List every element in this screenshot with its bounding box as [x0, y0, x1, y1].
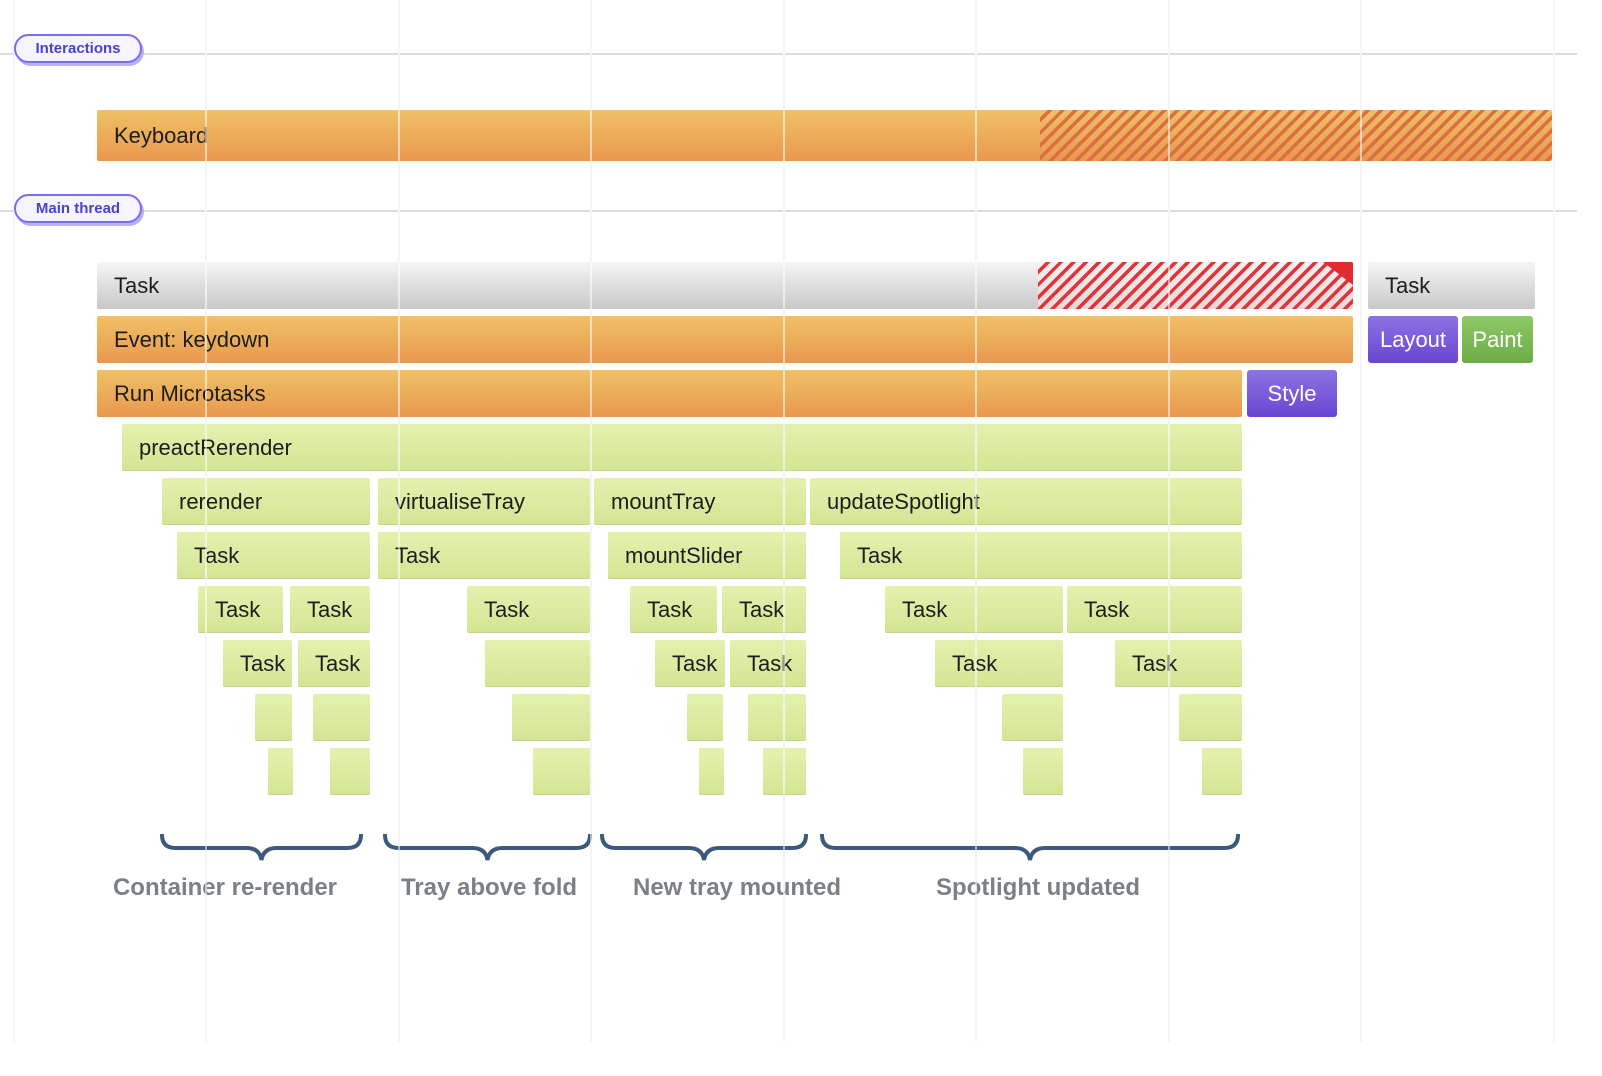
flame-bar-label: Keyboard	[114, 122, 209, 148]
flame-bar-unlabeled-span[interactable]	[1179, 694, 1242, 741]
flame-bar-unlabeled-span[interactable]	[255, 694, 292, 741]
flame-bar-task[interactable]: Task	[840, 532, 1242, 579]
flame-bar-unlabeled-span[interactable]	[1023, 748, 1063, 795]
flame-bar-label: Task	[747, 650, 793, 676]
flame-bar-label: Task	[215, 596, 261, 622]
flame-bar-unlabeled-span[interactable]	[533, 748, 590, 795]
flame-bar-label: mountTray	[611, 488, 716, 514]
flame-bar-label: virtualiseTray	[395, 488, 525, 514]
track-label-interactions[interactable]: Interactions	[14, 34, 142, 63]
phase-label: Tray above fold	[400, 874, 578, 901]
flame-bar-rerender[interactable]: rerender	[162, 478, 370, 525]
flame-bar-task[interactable]: Task	[630, 586, 717, 633]
continuation-hatch-overlay	[1038, 262, 1353, 309]
flame-bar-unlabeled-span[interactable]	[1202, 748, 1242, 795]
flame-bar-label: Task	[240, 650, 286, 676]
flame-bar-task[interactable]: Task	[1115, 640, 1242, 687]
flame-bar-label: Task	[307, 596, 353, 622]
flame-bar-keyboard[interactable]: Keyboard	[97, 110, 1552, 161]
flame-bar-label: Style	[1267, 380, 1317, 406]
flame-bar-unlabeled-span[interactable]	[512, 694, 590, 741]
flame-bar-update-spotlight[interactable]: updateSpotlight	[810, 478, 1242, 525]
flame-bar-mount-tray[interactable]: mountTray	[594, 478, 806, 525]
flame-bar-label: Layout	[1379, 326, 1447, 352]
annotation-brace	[383, 833, 592, 864]
flame-bar-task[interactable]: Task	[730, 640, 806, 687]
vertical-gridline-overlay	[590, 0, 592, 1042]
flame-bar-preact-rerender[interactable]: preactRerender	[122, 424, 1242, 471]
flame-bar-label: Task	[902, 596, 948, 622]
flame-bar-style[interactable]: Style	[1247, 370, 1337, 417]
vertical-gridline-overlay	[1360, 0, 1362, 1042]
flame-bar-task[interactable]: Task	[655, 640, 725, 687]
flame-bar-label: preactRerender	[139, 434, 292, 460]
flame-bar-task[interactable]: Task	[722, 586, 806, 633]
flame-bar-run-microtasks[interactable]: Run Microtasks	[97, 370, 1242, 417]
flame-bar-label: Task	[194, 542, 240, 568]
vertical-gridline-overlay	[13, 0, 15, 1042]
horizontal-gridline	[0, 53, 1577, 55]
flame-bar-task[interactable]: Task	[223, 640, 292, 687]
flame-bar-unlabeled-span[interactable]	[1002, 694, 1063, 741]
flame-bar-layout[interactable]: Layout	[1368, 316, 1458, 363]
annotation-brace	[600, 833, 808, 864]
phase-label: Container re-render	[112, 874, 338, 901]
clip-corner-triangle-icon	[1323, 262, 1353, 285]
flame-bar-task[interactable]: Task	[298, 640, 370, 687]
flame-bar-label: Task	[1084, 596, 1130, 622]
phase-label: Spotlight updated	[936, 874, 1140, 901]
vertical-gridline-overlay	[1553, 0, 1555, 1042]
flame-bar-paint[interactable]: Paint	[1462, 316, 1533, 363]
vertical-gridline-overlay	[783, 0, 785, 1042]
flame-bar-task[interactable]: Task	[290, 586, 370, 633]
flame-bar-label: Task	[1132, 650, 1178, 676]
flame-bar-label: Task	[395, 542, 441, 568]
vertical-gridline-overlay	[205, 0, 207, 1042]
flame-bar-label: Task	[857, 542, 903, 568]
flame-bar-label: Event: keydown	[114, 326, 270, 352]
flame-bar-label: rerender	[179, 488, 263, 514]
track-label-main-thread[interactable]: Main thread	[14, 194, 142, 223]
flame-bar-task[interactable]: Task	[177, 532, 370, 579]
flame-bar-label: Task	[315, 650, 361, 676]
flame-bar-label: mountSlider	[625, 542, 743, 568]
flame-bar-label: Task	[114, 272, 160, 298]
flame-bar-label: Task	[647, 596, 693, 622]
flame-bar-right-task[interactable]: Task	[1368, 262, 1535, 309]
phase-label: New tray mounted	[632, 874, 842, 901]
flame-bar-label: Task	[1385, 272, 1431, 298]
flame-bar-task[interactable]: Task	[198, 586, 283, 633]
flame-bar-unlabeled-span[interactable]	[313, 694, 370, 741]
flame-bar-task[interactable]: Task	[1067, 586, 1242, 633]
flame-bar-unlabeled-span[interactable]	[485, 640, 590, 687]
flame-bar-label: Run Microtasks	[114, 380, 266, 406]
annotation-brace	[820, 833, 1240, 864]
horizontal-gridline	[0, 210, 1577, 212]
flame-bar-unlabeled-span[interactable]	[268, 748, 293, 795]
flame-bar-label: updateSpotlight	[827, 488, 980, 514]
vertical-gridline-overlay	[975, 0, 977, 1042]
flame-bar-label: Task	[952, 651, 997, 677]
flame-bar-label: Task	[739, 596, 785, 622]
flame-bar-unlabeled-span[interactable]	[687, 694, 723, 741]
continuation-hatch-overlay	[1040, 110, 1552, 161]
flame-bar-main-task[interactable]: Task	[97, 262, 1353, 309]
flame-bar-unlabeled-span[interactable]	[699, 748, 724, 795]
flame-bar-label: Paint	[1472, 326, 1523, 352]
flame-bar-task[interactable]: Task	[935, 640, 1063, 687]
flame-bar-event-keydown[interactable]: Event: keydown	[97, 316, 1353, 363]
flame-bar-task[interactable]: Task	[467, 586, 590, 633]
flame-bar-unlabeled-span[interactable]	[330, 748, 370, 795]
flame-bar-task[interactable]: Task	[885, 586, 1063, 633]
flame-bar-label: Task	[484, 596, 530, 622]
flame-bar-virtualise-tray[interactable]: virtualiseTray	[378, 478, 590, 525]
flame-bar-label: Task	[672, 650, 718, 676]
annotation-brace	[160, 833, 363, 864]
vertical-gridline-overlay	[398, 0, 400, 1042]
vertical-gridline-overlay	[1168, 0, 1170, 1042]
flame-bar-mount-slider[interactable]: mountSlider	[608, 532, 806, 579]
flame-bar-task[interactable]: Task	[378, 532, 590, 579]
flame-bar-unlabeled-span[interactable]	[748, 694, 806, 741]
